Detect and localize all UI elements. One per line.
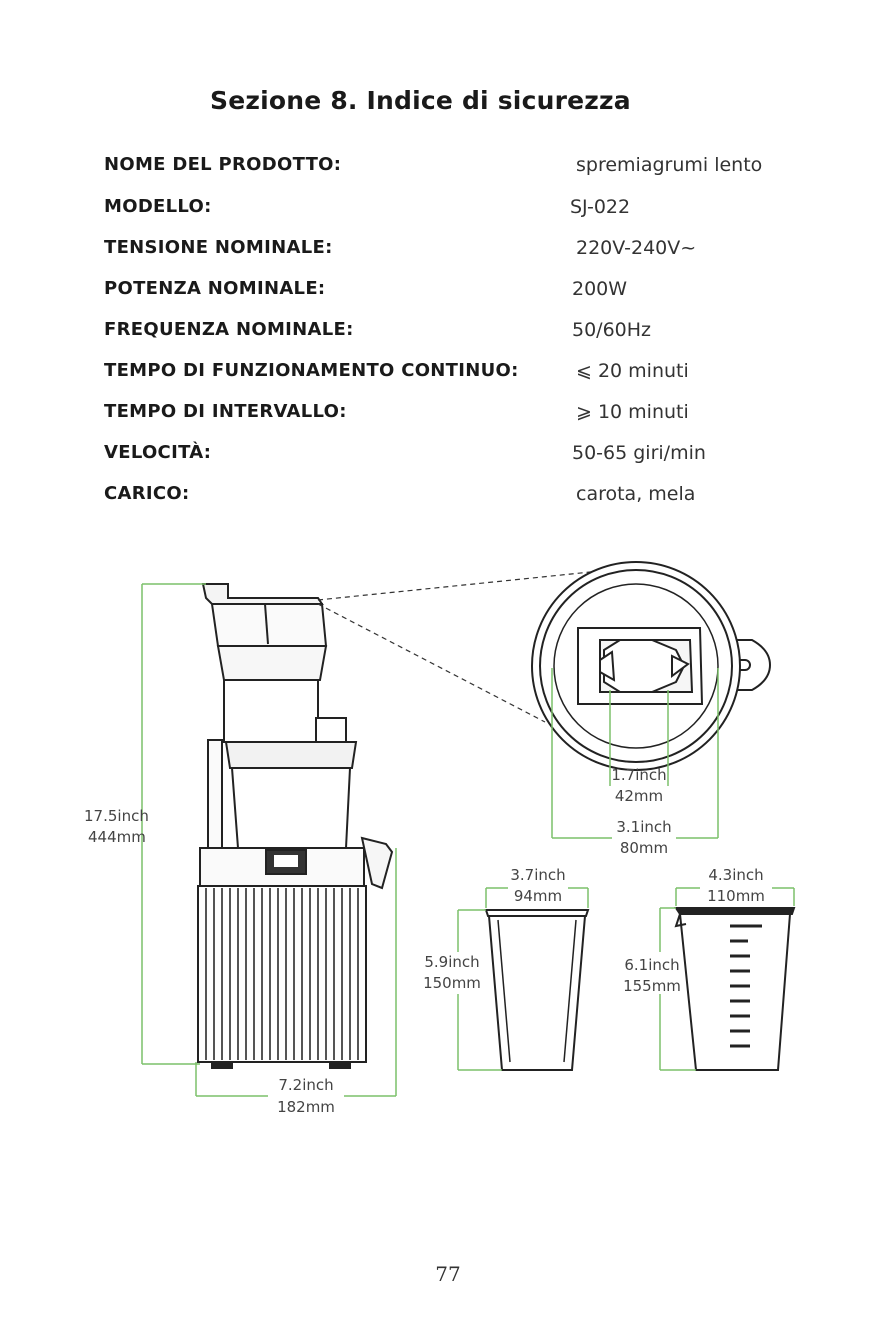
spec-value: ⩾ 10 minuti [576, 401, 689, 423]
jug-height-inch-label: 6.1inch [624, 956, 679, 974]
cup-width-inch-label: 3.7inch [510, 866, 565, 884]
dimension-labels: 17.5inch 444mm 7.2inch 182mm 1.7inch 42m… [84, 766, 765, 1116]
inner-opening-inch-label: 1.7inch [611, 766, 666, 784]
spec-row-load: CARICO: carota, mela [104, 483, 824, 517]
spec-label: TEMPO DI INTERVALLO: [104, 401, 347, 422]
spec-value: 50-65 giri/min [572, 442, 706, 464]
spec-row-speed: VELOCITÀ: 50-65 giri/min [104, 442, 824, 476]
outer-opening-inch-label: 3.1inch [616, 818, 671, 836]
cup-height-inch-label: 5.9inch [424, 953, 479, 971]
spec-row-voltage: TENSIONE NOMINALE: 220V-240V~ [104, 237, 824, 271]
base-width-inch-label: 7.2inch [278, 1076, 333, 1094]
spec-label: FREQUENZA NOMINALE: [104, 319, 354, 340]
callout-lines [317, 569, 611, 723]
spec-label: MODELLO: [104, 196, 212, 217]
jug-illustration [674, 907, 796, 1071]
page-number: 77 [435, 1262, 461, 1286]
cup-illustration [484, 909, 590, 1071]
spec-row-power: POTENZA NOMINALE: 200W [104, 278, 824, 312]
height-mm-label: 444mm [88, 828, 146, 846]
height-inch-label: 17.5inch [84, 807, 149, 825]
chute-top-view [531, 561, 772, 771]
spec-label: TENSIONE NOMINALE: [104, 237, 333, 258]
spec-value: carota, mela [576, 483, 696, 505]
spec-row-frequency: FREQUENZA NOMINALE: 50/60Hz [104, 319, 824, 353]
dimension-lines [141, 583, 795, 1097]
spec-value: SJ-022 [570, 196, 631, 218]
spec-value: 50/60Hz [572, 319, 652, 341]
jug-width-inch-label: 4.3inch [708, 866, 763, 884]
spec-value: spremiagrumi lento [576, 154, 763, 176]
spec-label: VELOCITÀ: [104, 442, 212, 463]
spec-row-model: MODELLO: SJ-022 [104, 196, 824, 230]
spec-row-continuous-time: TEMPO DI FUNZIONAMENTO CONTINUO: ⩽ 20 mi… [104, 360, 824, 394]
spec-value: 220V-240V~ [576, 237, 697, 259]
juicer-illustration [197, 583, 394, 1069]
spec-value: 200W [572, 278, 628, 300]
spec-value: ⩽ 20 minuti [576, 360, 689, 382]
section-title: Sezione 8. Indice di sicurezza [210, 86, 631, 115]
jug-height-mm-label: 155mm [623, 977, 681, 995]
dimension-diagram: 17.5inch 444mm 7.2inch 182mm 1.7inch 42m… [84, 561, 796, 1116]
base-width-mm-label: 182mm [277, 1098, 335, 1116]
spec-label: TEMPO DI FUNZIONAMENTO CONTINUO: [104, 360, 519, 381]
spec-row-product-name: NOME DEL PRODOTTO: spremiagrumi lento [104, 154, 824, 188]
cup-width-mm-label: 94mm [514, 887, 562, 905]
spec-row-interval-time: TEMPO DI INTERVALLO: ⩾ 10 minuti [104, 401, 824, 435]
jug-width-mm-label: 110mm [707, 887, 765, 905]
outer-opening-mm-label: 80mm [620, 839, 668, 857]
inner-opening-mm-label: 42mm [615, 787, 663, 805]
spec-label: NOME DEL PRODOTTO: [104, 154, 342, 175]
cup-height-mm-label: 150mm [423, 974, 481, 992]
spec-label: CARICO: [104, 483, 190, 504]
spec-label: POTENZA NOMINALE: [104, 278, 326, 299]
